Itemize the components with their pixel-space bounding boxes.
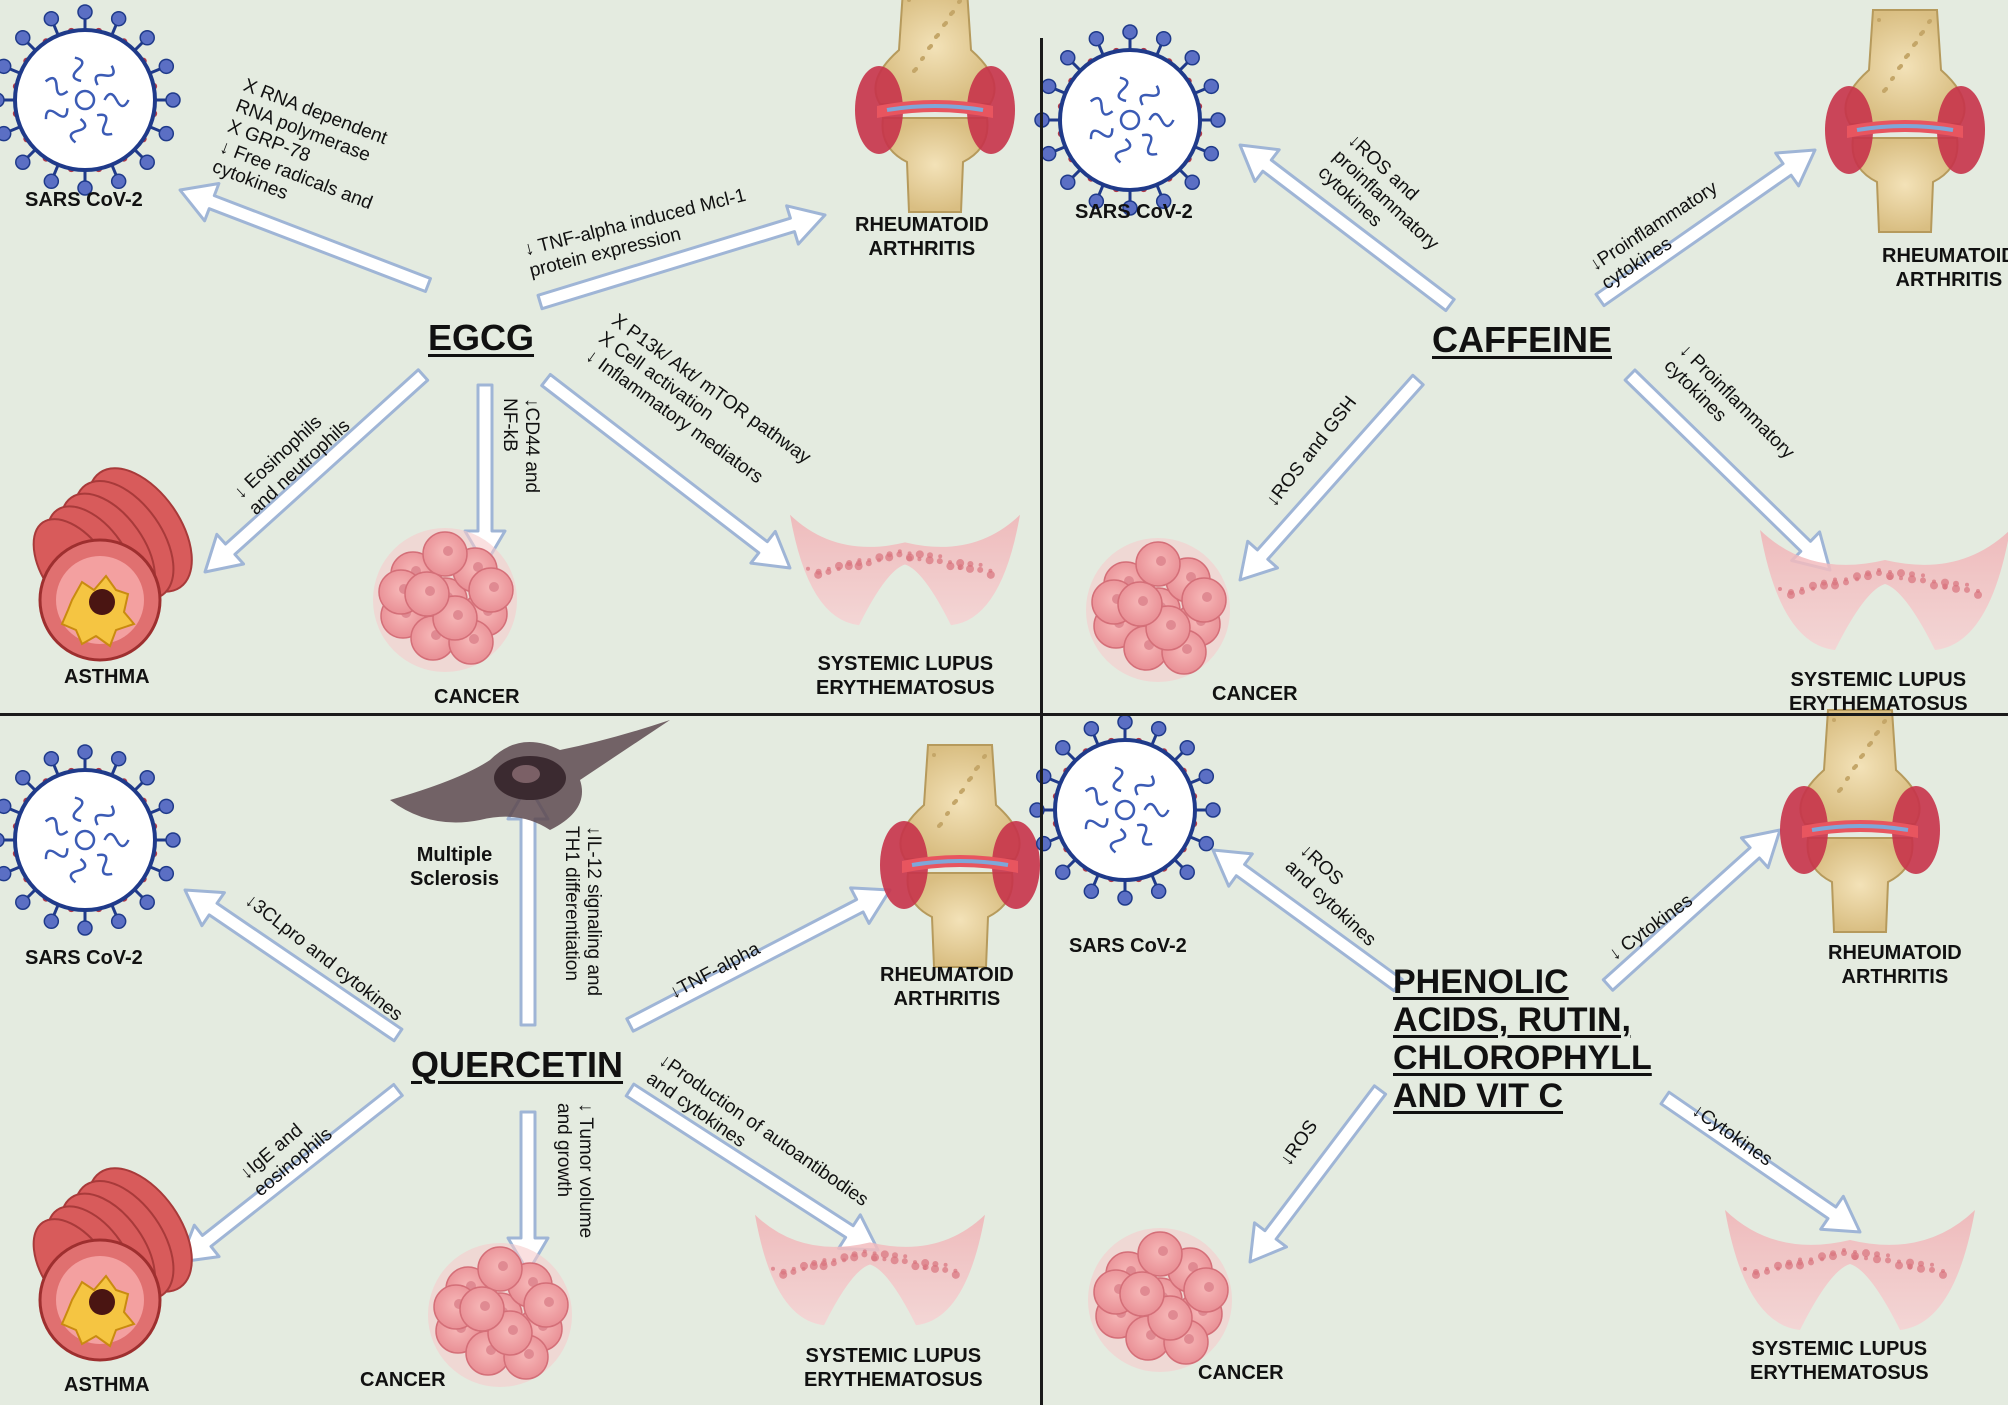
phenolic-to-sle-arrow [1659,1090,1862,1234]
quercetin-to-sars-arrow [183,888,404,1043]
annotation-line: ↓ Tumor volume [575,1103,596,1239]
annotation-line: ↓CD44 and [521,398,542,494]
label-line: RHEUMATOID [1882,245,2008,267]
label-line: RHEUMATOID [880,964,1014,986]
label-line: SYSTEMIC LUPUS [805,1345,982,1367]
egcg-cancer-annotation: ↓CD44 and NF-kB [498,398,542,493]
caffeine-to-cancer-arrow [1238,373,1425,582]
egcg-ra-joint-icon [855,0,1015,213]
quercetin-sars-label: SARS CoV-2 [25,947,143,969]
label-line: ERYTHEMATOSUS [816,677,995,699]
quercetin-ms-label: Multiple Sclerosis [410,843,499,891]
egcg-to-sle-arrow [540,373,792,570]
label-line: RHEUMATOID [1828,942,1962,964]
egcg-asthma-airway-icon [32,467,193,662]
quercetin-sle-rash-icon [755,1214,985,1326]
quercetin-asthma-label: ASTHMA [64,1374,150,1396]
quercetin-ms-neuron-icon [390,720,670,830]
phenolic-sle-label: SYSTEMIC LUPUS ERYTHEMATOSUS [1750,1337,1929,1385]
egcg-sars-label: SARS CoV-2 [25,189,143,211]
quercetin-ra-joint-icon [880,744,1040,968]
quercetin-ms-annotation: ↓IL-12 signaling and TH1 differentiation [560,826,604,996]
caffeine-sle-rash-icon [1760,530,2008,650]
label-line: Multiple [416,844,493,866]
quercetin-asthma-airway-icon [32,1167,193,1362]
quercetin-ra-label: RHEUMATOID ARTHRITIS [880,963,1014,1011]
quercetin-cancer-annotation: ↓ Tumor volume and growth [552,1103,596,1238]
caffeine-sle-label: SYSTEMIC LUPUS ERYTHEMATOSUS [1789,668,1968,716]
egcg-sle-label: SYSTEMIC LUPUS ERYTHEMATOSUS [816,652,995,700]
label-line: RHEUMATOID [855,214,989,236]
phenolic-cancer-label: CANCER [1198,1362,1284,1384]
label-line: SYSTEMIC LUPUS [1790,669,1967,691]
quercetin-to-sle-arrow [624,1082,880,1252]
egcg-title: EGCG [428,317,535,358]
caffeine-sars-label: SARS CoV-2 [1075,201,1193,223]
label-line: ARTHRITIS [893,988,1001,1010]
quercetin-sle-label: SYSTEMIC LUPUS ERYTHEMATOSUS [804,1344,983,1392]
egcg-asthma-label: ASTHMA [64,666,150,688]
label-line: ERYTHEMATOSUS [804,1369,983,1391]
caffeine-to-ra-arrow [1594,148,1817,308]
egcg-sle-rash-icon [790,514,1020,626]
phenolic-ra-label: RHEUMATOID ARTHRITIS [1828,941,1962,989]
egcg-to-cancer-arrow [463,383,507,567]
quercetin-cancer-label: CANCER [360,1369,446,1391]
label-line: ARTHRITIS [1841,966,1949,988]
annotation-line: ↓IL-12 signaling and [583,826,604,997]
label-line: SYSTEMIC LUPUS [1751,1338,1928,1360]
egcg-ra-label: RHEUMATOID ARTHRITIS [855,213,989,261]
egcg-cancer-label: CANCER [434,686,520,708]
egcg-to-ra-arrow [536,204,827,311]
phenolic-sars-virus-icon [1029,714,1221,906]
quercetin-sars-virus-icon [0,744,181,936]
phenolic-to-cancer-arrow [1248,1084,1388,1264]
phenolic-sars-label: SARS CoV-2 [1069,935,1187,957]
annotation-line: NF-kB [499,398,521,452]
caffeine-cancer-label: CANCER [1212,683,1298,705]
title-line: CHLOROPHYLL [1393,1039,1652,1078]
phenolic-to-sars-arrow [1211,848,1404,993]
label-line: ERYTHEMATOSUS [1750,1362,1929,1384]
egcg-sars-virus-icon [0,4,181,196]
caffeine-sars-virus-icon [1034,24,1226,216]
quercetin-to-asthma-arrow [178,1083,404,1264]
label-line: ERYTHEMATOSUS [1789,693,1968,715]
label-line: Sclerosis [410,868,499,890]
label-line: ARTHRITIS [1895,269,2003,291]
title-line: ACIDS, RUTIN, [1393,1001,1631,1040]
label-line: SYSTEMIC LUPUS [817,653,994,675]
caffeine-title: CAFFEINE [1432,319,1612,360]
annotation-line: TH1 differentiation [561,826,583,981]
title-line: AND VIT C [1393,1077,1563,1116]
label-line: ARTHRITIS [868,238,976,260]
vertical-divider [1040,38,1043,1405]
caffeine-ra-joint-icon [1825,9,1985,233]
quercetin-title: QUERCETIN [411,1044,624,1085]
phenolic-sle-rash-icon [1725,1210,1975,1330]
phenolic-cancer-cell-icon [1088,1228,1232,1372]
title-line: PHENOLIC [1393,963,1569,1001]
caffeine-ra-label: RHEUMATOID ARTHRITIS [1882,244,2008,292]
horizontal-divider [0,713,2008,716]
annotation-line: and growth [553,1103,575,1198]
quercetin-cancer-cell-icon [428,1243,572,1387]
phenolic-ra-joint-icon [1780,709,1940,933]
phenolic-title: PHENOLIC ACIDS, RUTIN, CHLOROPHYLL AND V… [1393,963,1652,1115]
egcg-to-asthma-arrow [203,368,430,574]
egcg-to-sars-arrow [178,182,432,293]
phenolic-to-ra-arrow [1601,828,1782,992]
caffeine-to-sle-arrow [1623,368,1832,572]
quercetin-to-ra-arrow [625,886,892,1033]
caffeine-cancer-cell-icon [1086,538,1230,682]
egcg-cancer-cell-icon [373,528,517,672]
caffeine-to-sars-arrow [1238,143,1456,313]
